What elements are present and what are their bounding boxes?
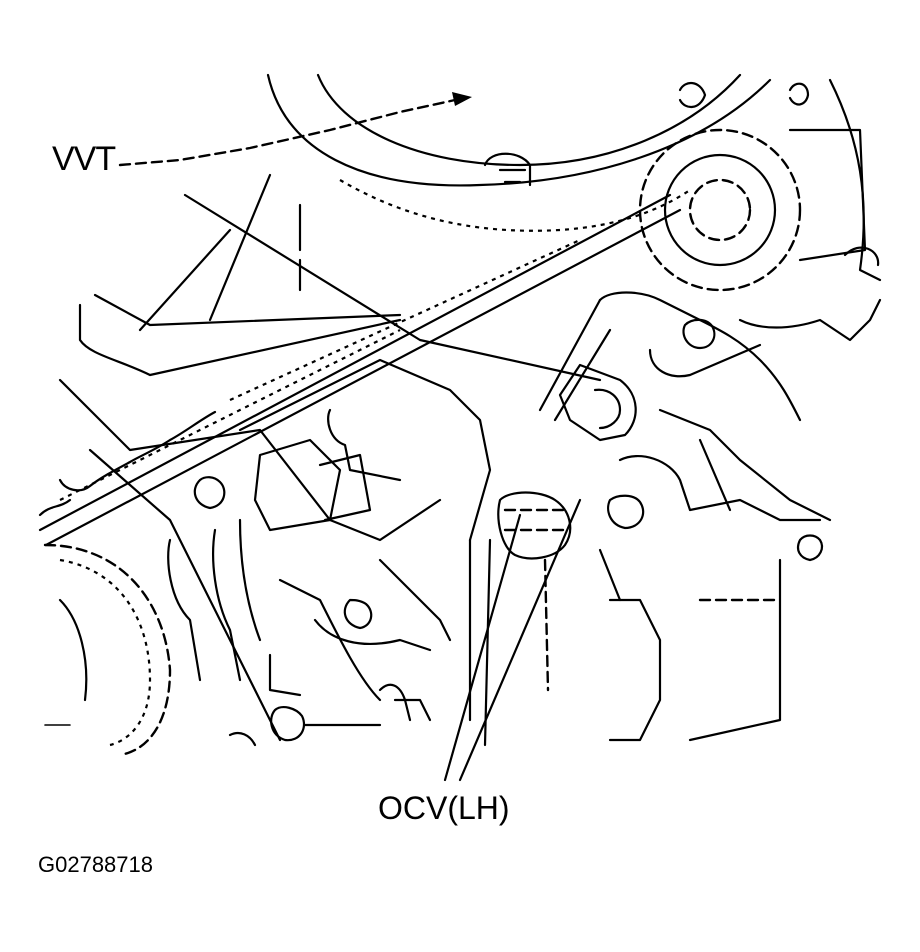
lower-brackets bbox=[228, 653, 432, 747]
ocv-label: OCV(LH) bbox=[378, 790, 510, 826]
vvt-arrowhead bbox=[452, 92, 472, 106]
right-sprocket bbox=[638, 78, 882, 292]
figure-id: G02788718 bbox=[38, 852, 153, 877]
engine-block bbox=[58, 358, 492, 742]
camshaft-sprocket bbox=[266, 73, 810, 232]
vvt-leader bbox=[118, 98, 457, 167]
chain-guide bbox=[78, 173, 602, 382]
crank-sprocket bbox=[43, 543, 172, 757]
ocv-leader-2 bbox=[458, 498, 582, 782]
timing-cover bbox=[543, 291, 882, 742]
ocv-assembly bbox=[468, 298, 637, 747]
vvt-label: VVT bbox=[52, 140, 116, 178]
timing-chain bbox=[38, 193, 682, 547]
ocv-leader-1 bbox=[443, 513, 522, 782]
leader-lines bbox=[118, 92, 582, 782]
